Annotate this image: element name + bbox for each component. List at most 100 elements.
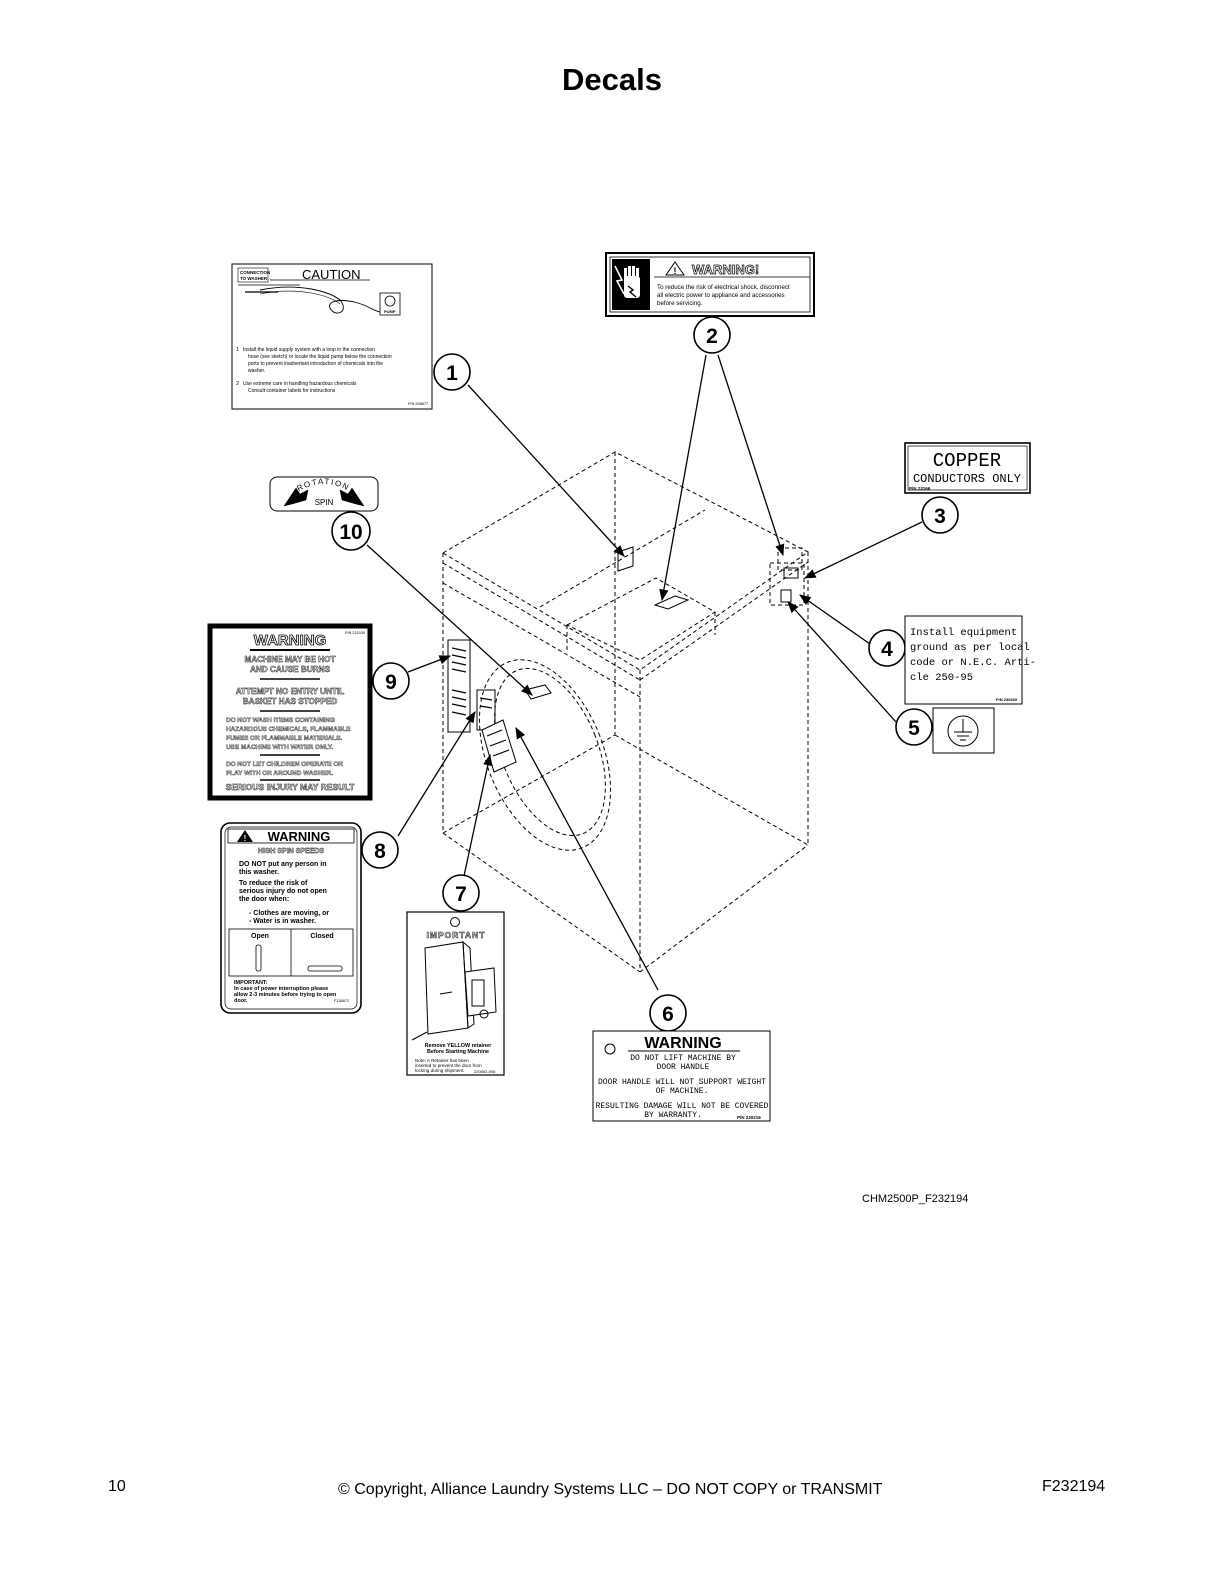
door-ring-inner <box>494 667 606 837</box>
decal6-part-number: P/N 230216 <box>737 1115 761 1120</box>
decal9-line: PLAY WITH OR AROUND WASHER. <box>226 770 333 777</box>
decal1-item-number: 1 <box>236 347 239 353</box>
decal1-pump-box <box>379 292 401 316</box>
callout-6: 6 <box>649 994 687 1032</box>
figure-id: CHM2500P_F232194 <box>862 1193 969 1205</box>
decal9-line: HAZARDOUS CHEMICALS, FLAMMABLE <box>226 726 351 733</box>
decal4-line: ground as per local <box>910 642 1030 654</box>
copyright-notice: © Copyright, Alliance Laundry Systems LL… <box>338 1481 883 1498</box>
leader-2a <box>659 354 707 602</box>
decal3-part-number: P/N 23166 <box>909 486 931 491</box>
hanging-hole <box>450 917 460 927</box>
top-lid-seam <box>539 509 706 608</box>
callout-number: 3 <box>934 505 946 528</box>
washer-machine-outline <box>442 451 809 973</box>
machine-hidden-edge <box>442 734 616 834</box>
decal1-hose-loop <box>259 286 389 314</box>
decal6-line: BY WARRANTY. <box>644 1111 702 1120</box>
decal8-line: the door when: <box>239 896 289 903</box>
leader-3 <box>803 521 923 579</box>
mounting-hole <box>604 1043 616 1055</box>
decal1-item1-line: ports to prevent inadvertant introductio… <box>248 361 383 367</box>
machine-decal-hatching <box>451 647 510 757</box>
callout-number: 2 <box>706 325 718 348</box>
decal2-heading: WARNING! <box>692 262 759 277</box>
decal7-note: Note: A Retainer has been <box>415 1058 469 1063</box>
mark-decal-3 <box>783 567 799 579</box>
decal6-line: OF MACHINE. <box>656 1087 709 1096</box>
callout-8: 8 <box>361 831 399 869</box>
decal1-part-number: P/N 208877 <box>408 402 428 406</box>
decal4-line: Install equipment <box>910 627 1017 639</box>
callout-10: 10 <box>331 511 371 551</box>
decal6-heading: WARNING <box>644 1035 721 1052</box>
leader-7 <box>463 753 493 877</box>
junction-box-lower <box>769 562 805 606</box>
decal8-line: DO NOT put any person in <box>239 861 327 868</box>
decal10-spin: SPIN <box>315 498 334 507</box>
mark-decal-9 <box>447 639 471 733</box>
decal9-line: USE MACHINE WITH WATER ONLY. <box>226 744 333 751</box>
decal1-pump-label: PUMP <box>384 309 396 314</box>
decal8-line: this washer. <box>239 869 279 876</box>
decal8-closed-label: Closed <box>310 933 333 940</box>
decal6-line: DO NOT LIFT MACHINE BY <box>630 1054 736 1063</box>
decal3-line2: CONDUCTORS ONLY <box>913 472 1021 486</box>
svg-text:!: ! <box>674 266 677 276</box>
decal8-line: - Water is in washer. <box>249 918 316 925</box>
decal1-heading: CAUTION <box>302 267 361 282</box>
decal9-line: ATTEMPT NO ENTRY UNTIL <box>236 687 345 696</box>
callout-1: 1 <box>433 353 471 391</box>
svg-text:!: ! <box>244 834 247 843</box>
decal8-subheading: HIGH SPIN SPEEDS <box>258 848 324 855</box>
decal9-line: DO NOT WASH ITEMS CONTAINING <box>226 717 335 724</box>
decal9-line: MACHINE MAY BE HOT <box>245 655 336 664</box>
mark-decal-5 <box>780 589 792 603</box>
decal7-caption: Remove YELLOW retainer <box>425 1043 493 1049</box>
callout-4: 4 <box>868 629 906 667</box>
decal9-line: FUMES OR FLAMMABLE MATERIALS. <box>226 735 343 742</box>
callout-number: 8 <box>374 840 386 863</box>
machine-decal-marks <box>447 546 799 773</box>
mark-decal-7 <box>481 719 517 773</box>
callout-2: 2 <box>693 316 731 354</box>
decal1-connection-label: CONNECTION <box>240 270 270 275</box>
decal8-heading: WARNING <box>268 829 331 844</box>
decal1-item1-line: washer. <box>248 368 265 374</box>
decal8-line: To reduce the risk of <box>239 880 308 887</box>
decal7-note: locking during shipment. <box>415 1068 465 1073</box>
leader-lines <box>366 354 923 991</box>
machine-hidden-edge <box>614 734 809 846</box>
decal8-open-label: Open <box>251 933 269 940</box>
decal9-footer: SERIOUS INJURY MAY RESULT <box>226 782 356 792</box>
machine-edge <box>639 844 809 973</box>
decal6-line: DOOR HANDLE <box>657 1063 710 1072</box>
leader-1 <box>467 384 625 557</box>
callout-number: 9 <box>385 671 397 694</box>
decal3-line1: COPPER <box>933 450 1001 472</box>
decal4-line: code or N.E.C. Arti- <box>910 657 1036 669</box>
decal-8-high-spin-warning: ! WARNING HIGH SPIN SPEEDS DO NOT put an… <box>220 822 362 1014</box>
callout-number: 4 <box>881 638 893 661</box>
callout-3: 3 <box>921 496 959 534</box>
decal9-part-number: P/N 221030 <box>345 631 365 635</box>
decal9-line: AND CAUSE BURNS <box>250 665 331 674</box>
decal-2-electrical-warning: ! WARNING! To reduce the risk of electri… <box>605 252 815 317</box>
latch-open-icon <box>255 944 262 972</box>
decal1-item1-line: hose (see sketch) or locate the liquid p… <box>248 354 392 360</box>
top-panel-band <box>639 561 809 681</box>
decal9-heading: WARNING <box>254 632 327 649</box>
callout-9: 9 <box>372 662 410 700</box>
decal8-important: In case of power interruption please <box>234 986 328 992</box>
top-panel-band <box>442 562 641 681</box>
decal7-note: inserted to prevent the door from <box>415 1063 482 1068</box>
callout-number: 7 <box>455 883 467 906</box>
mark-decal-8 <box>476 689 496 731</box>
callout-number: 5 <box>908 717 920 740</box>
decal2-line: To reduce the risk of electrical shock, … <box>657 284 790 291</box>
decal7-heading: IMPORTANT <box>427 930 486 940</box>
leader-9 <box>407 655 452 673</box>
rotation-arrow-icon <box>283 487 365 507</box>
decal-7-important-retainer: IMPORTANT Remove YELLOW retainer Before … <box>406 911 505 1076</box>
